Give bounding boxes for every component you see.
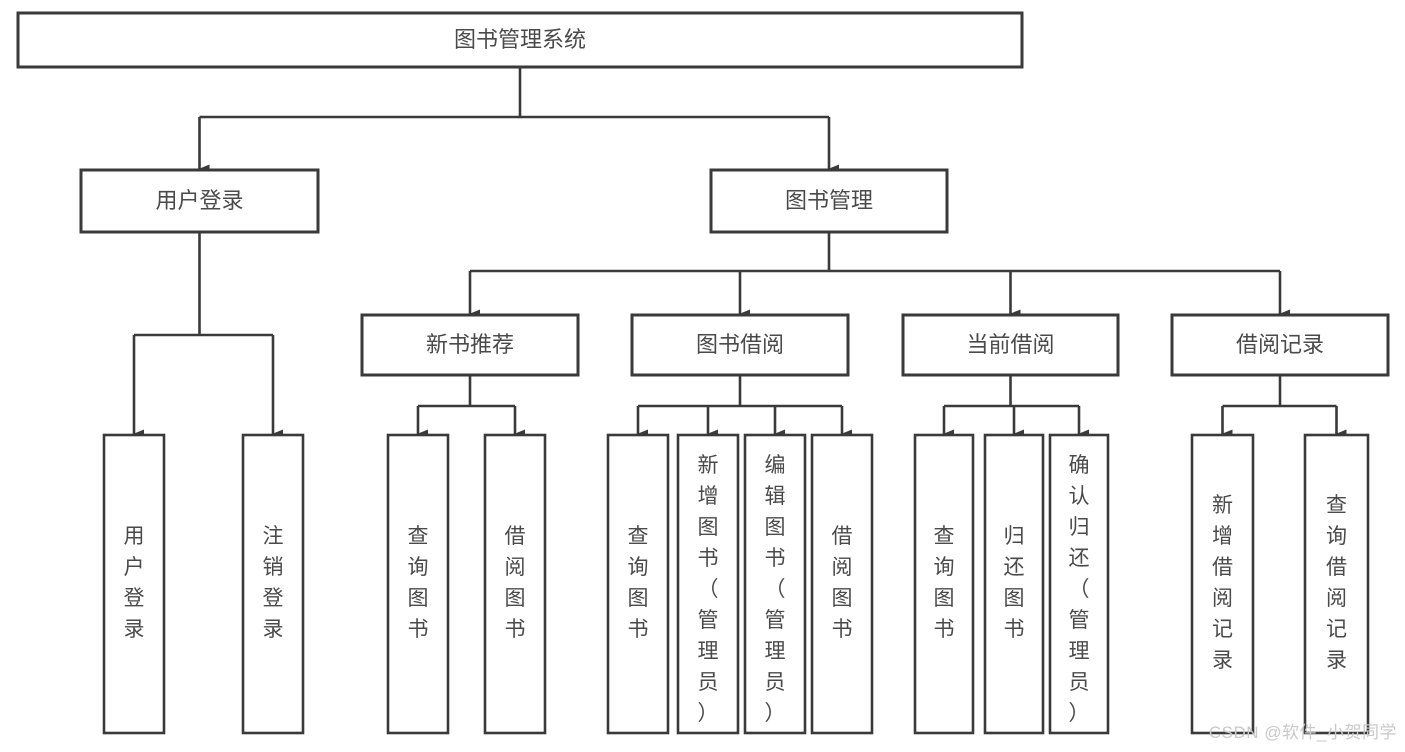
leaf-node-leaf-query-book-2[interactable]: 查询图书 [606, 433, 670, 735]
node-rect [79, 168, 320, 234]
leaf-node-leaf-user-login[interactable]: 用户登录 [102, 433, 166, 735]
node-label: 图书管理系统 [454, 27, 586, 52]
level3-node-borrow-record[interactable]: 借阅记录 [1170, 313, 1390, 377]
node-label: 当前借阅 [966, 332, 1054, 357]
node-rect [913, 433, 975, 735]
node-rect [630, 313, 850, 377]
node-rect [606, 433, 670, 735]
leaf-node-leaf-add-book[interactable]: 新增图书（管理员） [676, 433, 740, 735]
node-label: 新书推荐 [426, 332, 514, 357]
leaf-node-leaf-query-book-3[interactable]: 查询图书 [913, 433, 975, 735]
node-label: 借阅记录 [1236, 332, 1324, 357]
node-label: 查询图书 [628, 525, 649, 641]
leaf-node-leaf-edit-book[interactable]: 编辑图书（管理员） [743, 433, 807, 735]
node-rect [1190, 433, 1255, 735]
leaf-node-leaf-query-book-1[interactable]: 查询图书 [386, 433, 450, 735]
node-rect [102, 433, 166, 735]
node-label: 借阅图书 [505, 525, 526, 641]
level3-node-current-borrow[interactable]: 当前借阅 [901, 313, 1120, 377]
node-rect [483, 433, 547, 735]
node-label: 编辑图书（管理员） [765, 454, 786, 725]
node-label: 用户登录 [155, 188, 243, 213]
node-rect [743, 433, 807, 735]
edges-layer [132, 67, 1347, 439]
leaf-node-leaf-query-borrow-record[interactable]: 查询借阅记录 [1303, 433, 1370, 735]
node-rect [1303, 433, 1370, 735]
node-rect [810, 433, 874, 735]
root-node-root[interactable]: 图书管理系统 [16, 11, 1024, 69]
level2-node-user-login[interactable]: 用户登录 [79, 168, 320, 234]
node-label: 用户登录 [124, 525, 145, 641]
node-rect [983, 433, 1045, 735]
node-label: 确认归还（管理员） [1069, 454, 1090, 725]
node-rect [386, 433, 450, 735]
leaf-node-leaf-return-book[interactable]: 归还图书 [983, 433, 1045, 735]
leaf-node-leaf-logout-login[interactable]: 注销登录 [241, 433, 305, 735]
node-rect [676, 433, 740, 735]
leaf-node-leaf-confirm-return[interactable]: 确认归还（管理员） [1048, 433, 1110, 735]
node-rect [1048, 433, 1110, 735]
node-label: 查询图书 [934, 525, 955, 641]
node-rect [1170, 313, 1390, 377]
node-rect [709, 168, 949, 234]
node-rect [241, 433, 305, 735]
level3-node-book-borrow[interactable]: 图书借阅 [630, 313, 850, 377]
watermark-text: CSDN @软件_小贺同学 [1208, 723, 1397, 742]
node-label: 查询图书 [408, 525, 429, 641]
node-rect [901, 313, 1120, 377]
leaf-node-leaf-add-borrow-record[interactable]: 新增借阅记录 [1190, 433, 1255, 735]
node-label: 图书管理 [785, 188, 873, 213]
node-label: 注销登录 [263, 525, 284, 641]
node-label: 新增图书（管理员） [698, 454, 719, 725]
leaf-node-leaf-borrow-book-2[interactable]: 借阅图书 [810, 433, 874, 735]
node-rect [360, 313, 580, 377]
leaf-node-leaf-borrow-book-1[interactable]: 借阅图书 [483, 433, 547, 735]
node-label: 归还图书 [1004, 525, 1025, 641]
node-label: 新增借阅记录 [1212, 494, 1233, 672]
level3-node-new-book-recommend[interactable]: 新书推荐 [360, 313, 580, 377]
node-label: 图书借阅 [696, 332, 784, 357]
level2-node-book-manage[interactable]: 图书管理 [709, 168, 949, 234]
nodes-layer: 图书管理系统用户登录图书管理新书推荐图书借阅当前借阅借阅记录用户登录注销登录查询… [16, 11, 1390, 735]
node-label: 查询借阅记录 [1326, 494, 1347, 672]
node-rect [16, 11, 1024, 69]
node-label: 借阅图书 [832, 525, 853, 641]
